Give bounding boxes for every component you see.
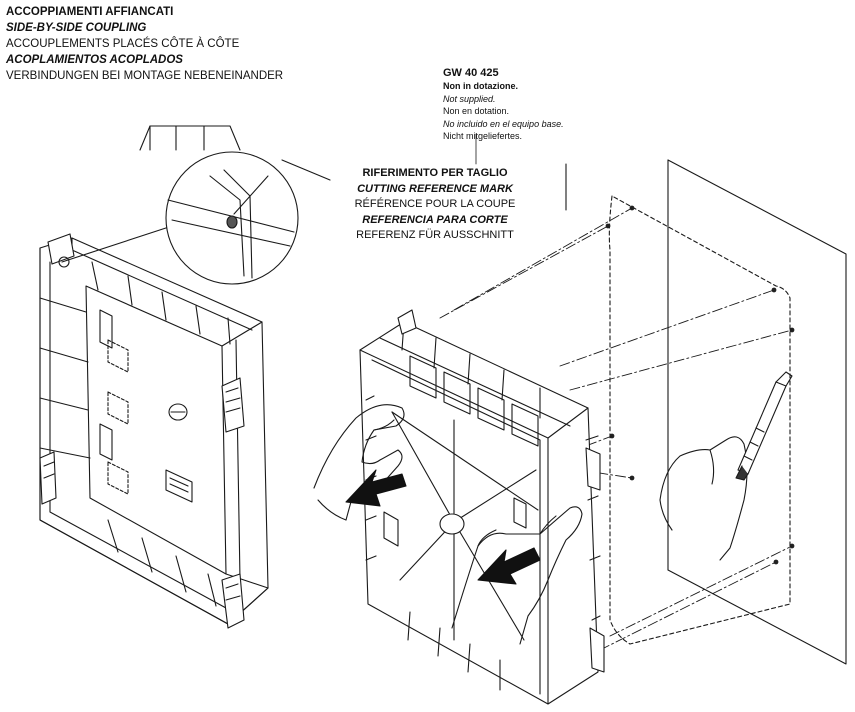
part-note-en: Not supplied.	[443, 93, 496, 104]
left-back-box	[39, 233, 269, 629]
hand-cutter	[659, 436, 748, 561]
cutting-mark-fr: RÉFÉRENCE POUR LA COUPE	[354, 198, 516, 210]
detail-source-mark	[58, 256, 70, 268]
wall-cutout-outline	[608, 195, 791, 645]
part-note-es: No incluido en el equipo base.	[443, 118, 564, 129]
hand-right	[451, 506, 583, 645]
right-back-box	[359, 309, 605, 705]
heading-fr: ACCOUPLEMENTS PLACÉS CÔTE À CÔTE	[6, 38, 240, 50]
cutting-leader-line	[281, 159, 331, 181]
coupling-heading: ACCOPPIAMENTI AFFIANCATI SIDE-BY-SIDE CO…	[6, 4, 283, 84]
part-code: GW 40 425	[443, 67, 499, 79]
hand-left	[313, 404, 405, 521]
detail-leader-line	[61, 225, 173, 263]
cutting-mark-de: REFERENZ FÜR AUSSCHNITT	[356, 229, 514, 241]
part-note: GW 40 425 Non in dotazione. Not supplied…	[443, 66, 564, 143]
part-note-fr: Non en dotation.	[443, 106, 510, 116]
detail-magnifier	[139, 125, 299, 285]
cutting-mark-it: RIFERIMENTO PER TAGLIO	[362, 167, 508, 179]
utility-knife	[735, 371, 793, 481]
heading-es: ACOPLAMIENTOS ACOPLADOS	[6, 54, 183, 66]
cutting-mark-es: REFERENCIA PARA CORTE	[362, 213, 508, 226]
part-note-de: Nicht mitgeliefertes.	[443, 131, 523, 141]
heading-it: ACCOPPIAMENTI AFFIANCATI	[6, 6, 174, 18]
cutting-mark-label: RIFERIMENTO PER TAGLIO CUTTING REFERENCE…	[340, 166, 530, 244]
push-arrow-lower	[477, 547, 541, 585]
push-arrow-upper	[345, 469, 407, 507]
heading-en: SIDE-BY-SIDE COUPLING	[6, 22, 147, 34]
push-arrows	[345, 469, 541, 585]
cutting-mark-en: CUTTING REFERENCE MARK	[357, 182, 513, 195]
wall-panel	[667, 159, 847, 665]
part-note-it: Non in dotazione.	[443, 81, 518, 91]
heading-de: VERBINDUNGEN BEI MONTAGE NEBENEINANDER	[6, 70, 284, 82]
